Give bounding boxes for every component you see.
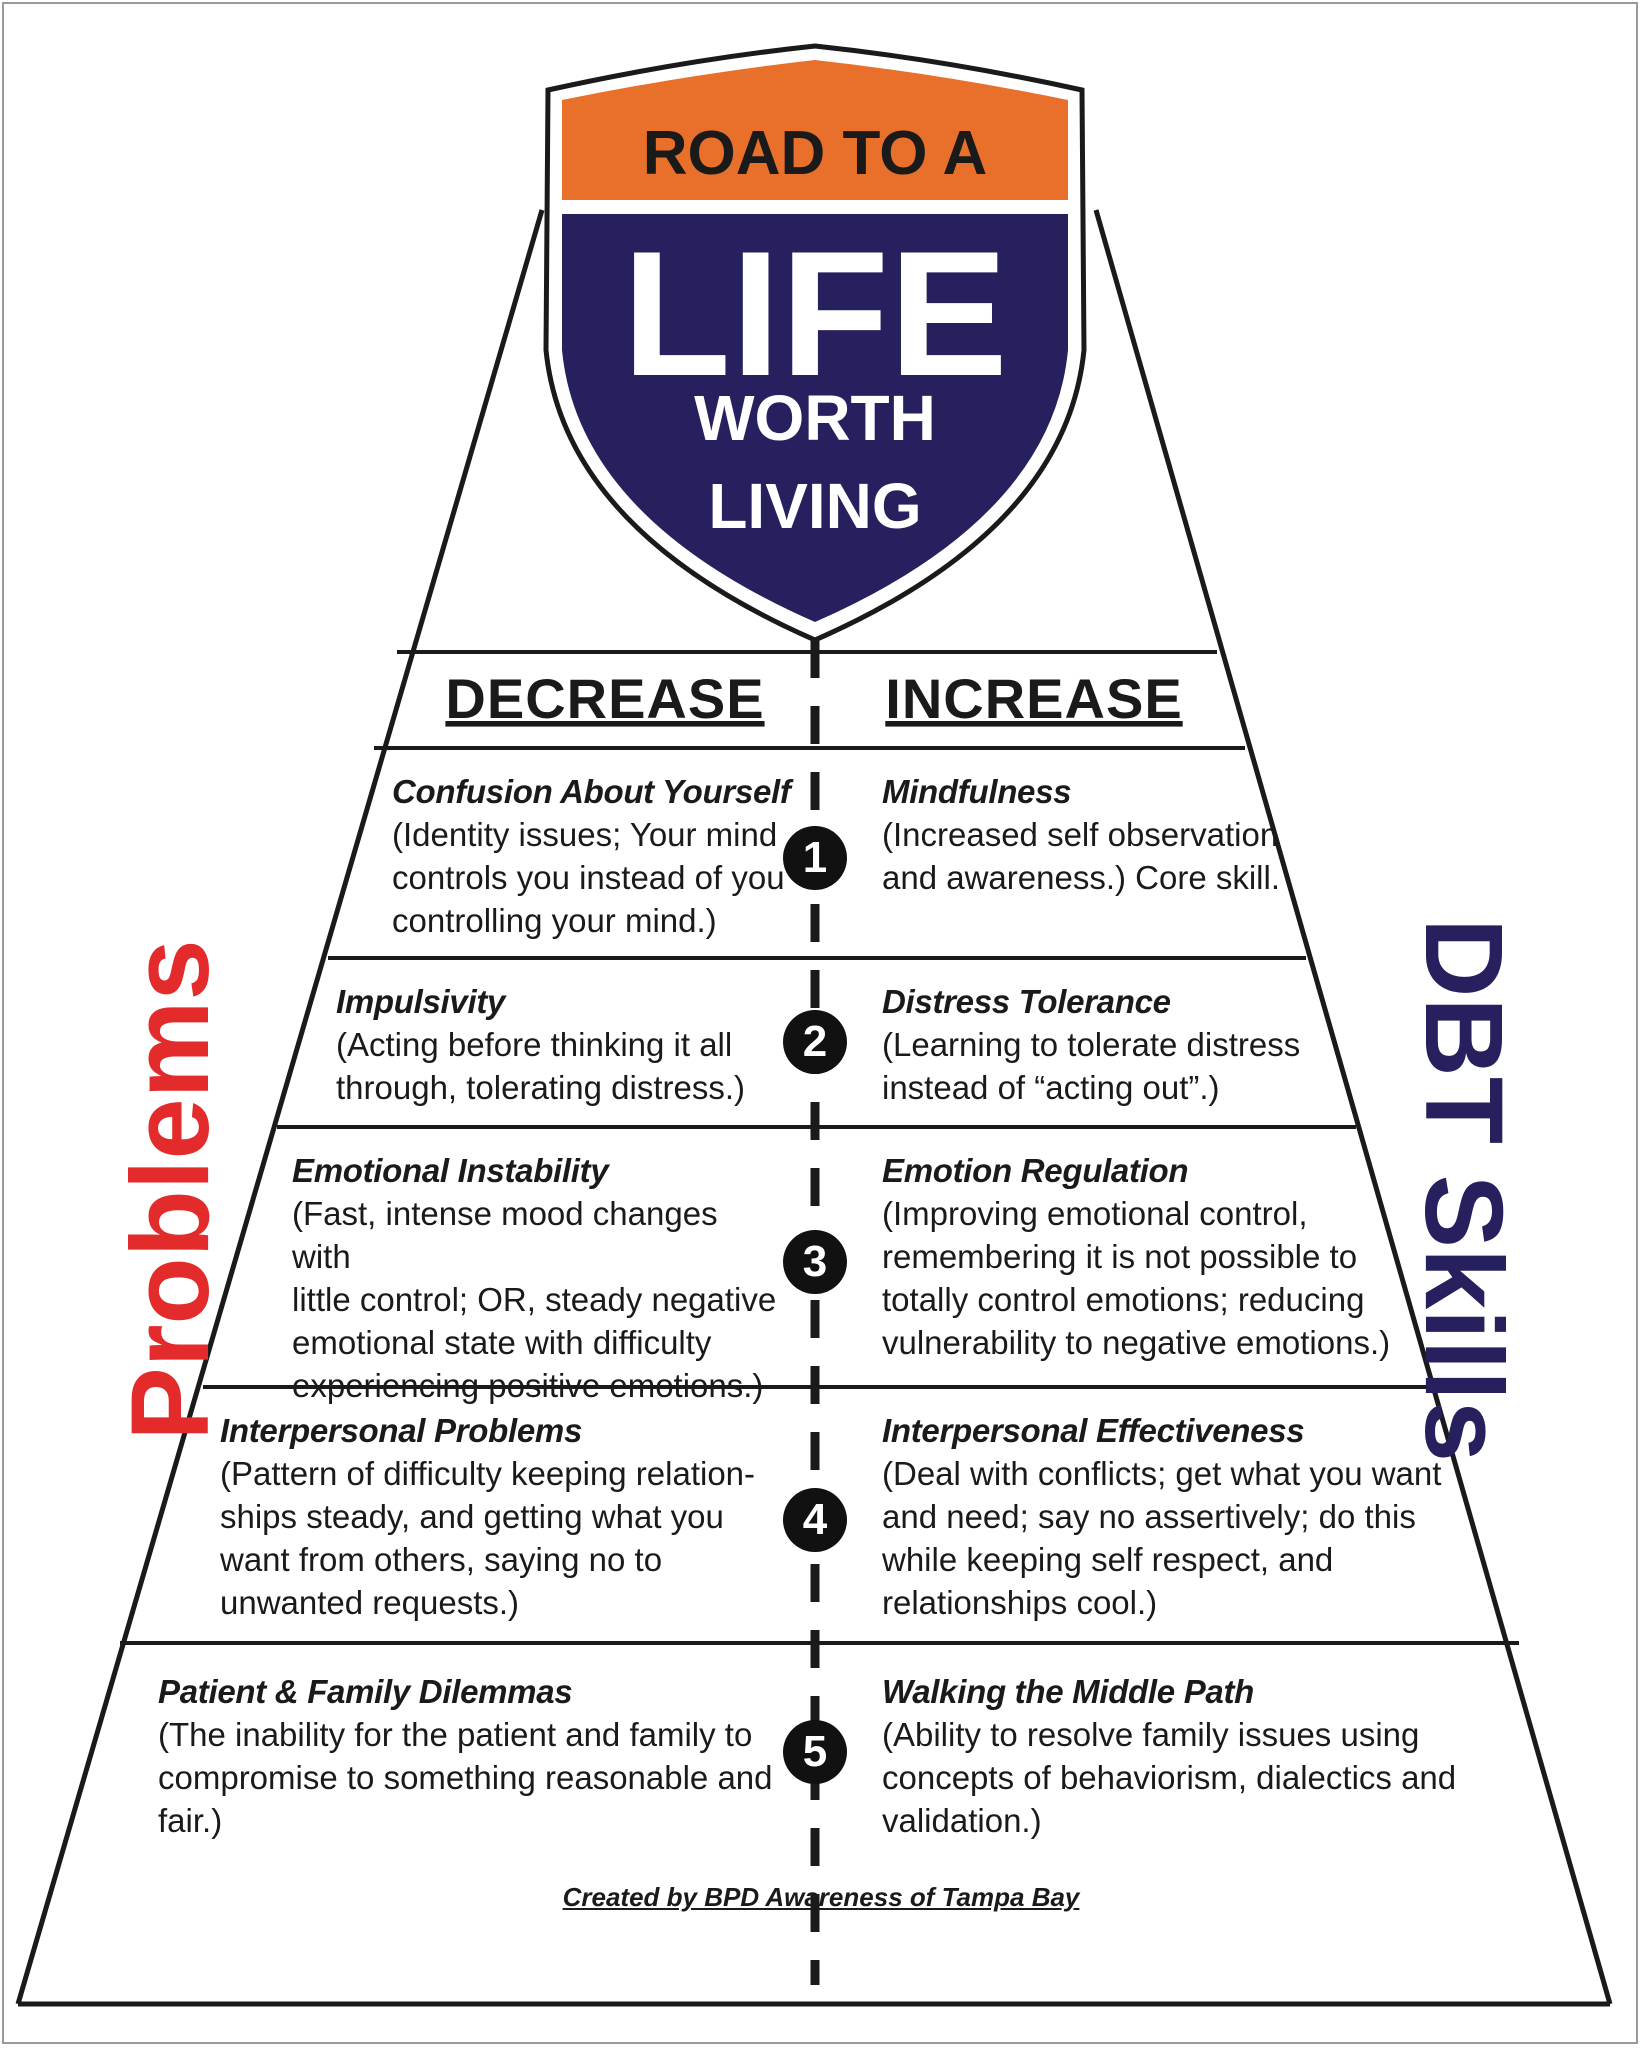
header-decrease: DECREASE [445,667,764,730]
problem-3-line-3: emotional state with difficulty [292,1324,712,1361]
skill-3-line-4: vulnerability to negative emotions.) [882,1324,1391,1361]
problem-1: Confusion About Yourself (Identity issue… [392,770,802,942]
problem-1-line-3: controlling your mind.) [392,902,717,939]
problem-2: Impulsivity (Acting before thinking it a… [336,980,776,1109]
shield-line-road-to-a: ROAD TO A [643,119,987,188]
problem-1-title: Confusion About Yourself [392,773,791,810]
skill-3-title: Emotion Regulation [882,1152,1189,1189]
problem-1-line-2: controls you instead of you [392,859,785,896]
problem-3-line-4: experiencing positive emotions.) [292,1367,764,1404]
skill-5-line-3: validation.) [882,1802,1042,1839]
skill-3-line-1: (Improving emotional control, [882,1195,1308,1232]
skill-3-line-3: totally control emotions; reducing [882,1281,1365,1318]
problem-5-title: Patient & Family Dilemmas [158,1673,573,1710]
interstate-shield: ROAD TO A LIFE WORTH LIVING [543,43,1087,643]
problem-4-line-2: ships steady, and getting what you [220,1498,724,1535]
skill-1: Mindfulness (Increased self observation … [882,770,1282,899]
skill-5: Walking the Middle Path (Ability to reso… [882,1670,1482,1842]
level-2-badge: 2 [783,1010,847,1074]
skill-2-line-2: instead of “acting out”.) [882,1069,1220,1106]
shield-line-life: LIFE [622,214,1008,413]
skill-4-line-2: and need; say no assertively; do this [882,1498,1416,1535]
skill-2-line-1: (Learning to tolerate distress [882,1026,1301,1063]
credit-line: Created by BPD Awareness of Tampa Bay [562,1882,1080,1912]
problem-4-line-4: unwanted requests.) [220,1584,520,1621]
problem-3: Emotional Instability (Fast, intense moo… [292,1149,782,1407]
header-increase: INCREASE [885,667,1182,730]
skill-4-line-1: (Deal with conflicts; get what you want [882,1455,1442,1492]
skill-2-title: Distress Tolerance [882,983,1171,1020]
problem-2-line-1: (Acting before thinking it all [336,1026,733,1063]
skill-5-title: Walking the Middle Path [882,1673,1255,1710]
problem-2-line-2: through, tolerating distress.) [336,1069,746,1106]
skill-4-line-3: while keeping self respect, and [882,1541,1334,1578]
problem-4: Interpersonal Problems (Pattern of diffi… [220,1409,780,1624]
skill-1-line-1: (Increased self observation [882,816,1279,853]
level-5-badge: 5 [783,1720,847,1784]
problem-5: Patient & Family Dilemmas (The inability… [158,1670,778,1842]
pyramid-left-edge [15,209,545,2005]
problem-4-title: Interpersonal Problems [220,1412,583,1449]
problem-2-title: Impulsivity [336,983,506,1020]
level-4-badge: 4 [783,1488,847,1552]
problem-5-line-2: compromise to something reasonable and [158,1759,773,1796]
skill-1-line-2: and awareness.) Core skill. [882,859,1280,896]
problem-3-line-1: (Fast, intense mood changes with [292,1195,718,1275]
skill-5-line-2: concepts of behaviorism, dialectics and [882,1759,1457,1796]
skill-4-title: Interpersonal Effectiveness [882,1412,1305,1449]
skill-3-line-2: remembering it is not possible to [882,1238,1358,1275]
problem-5-line-3: fair.) [158,1802,223,1839]
side-label-problems: Problems [109,939,232,1440]
skill-1-title: Mindfulness [882,773,1072,810]
level-3-badge: 3 [783,1230,847,1294]
side-label-dbt-skills: DBT Skills [1402,918,1525,1462]
problem-4-line-1: (Pattern of difficulty keeping relation- [220,1455,756,1492]
level-1-badge: 1 [783,826,847,890]
skill-3: Emotion Regulation (Improving emotional … [882,1149,1402,1364]
skill-2: Distress Tolerance (Learning to tolerate… [882,980,1312,1109]
problem-3-title: Emotional Instability [292,1152,609,1189]
pyramid-right-edge [1093,209,1613,2005]
shield-line-living: LIVING [708,470,921,542]
shield-line-worth: WORTH [694,382,936,454]
skill-4: Interpersonal Effectiveness (Deal with c… [882,1409,1442,1624]
skill-4-line-4: relationships cool.) [882,1584,1158,1621]
problem-4-line-3: want from others, saying no to [220,1541,663,1578]
problem-3-line-2: little control; OR, steady negative [292,1281,777,1318]
shield-bottom-panel [562,214,1068,622]
problem-5-line-1: (The inability for the patient and famil… [158,1716,753,1753]
problem-1-line-1: (Identity issues; Your mind [392,816,778,853]
skill-5-line-1: (Ability to resolve family issues using [882,1716,1420,1753]
shield-top-band [562,60,1068,200]
